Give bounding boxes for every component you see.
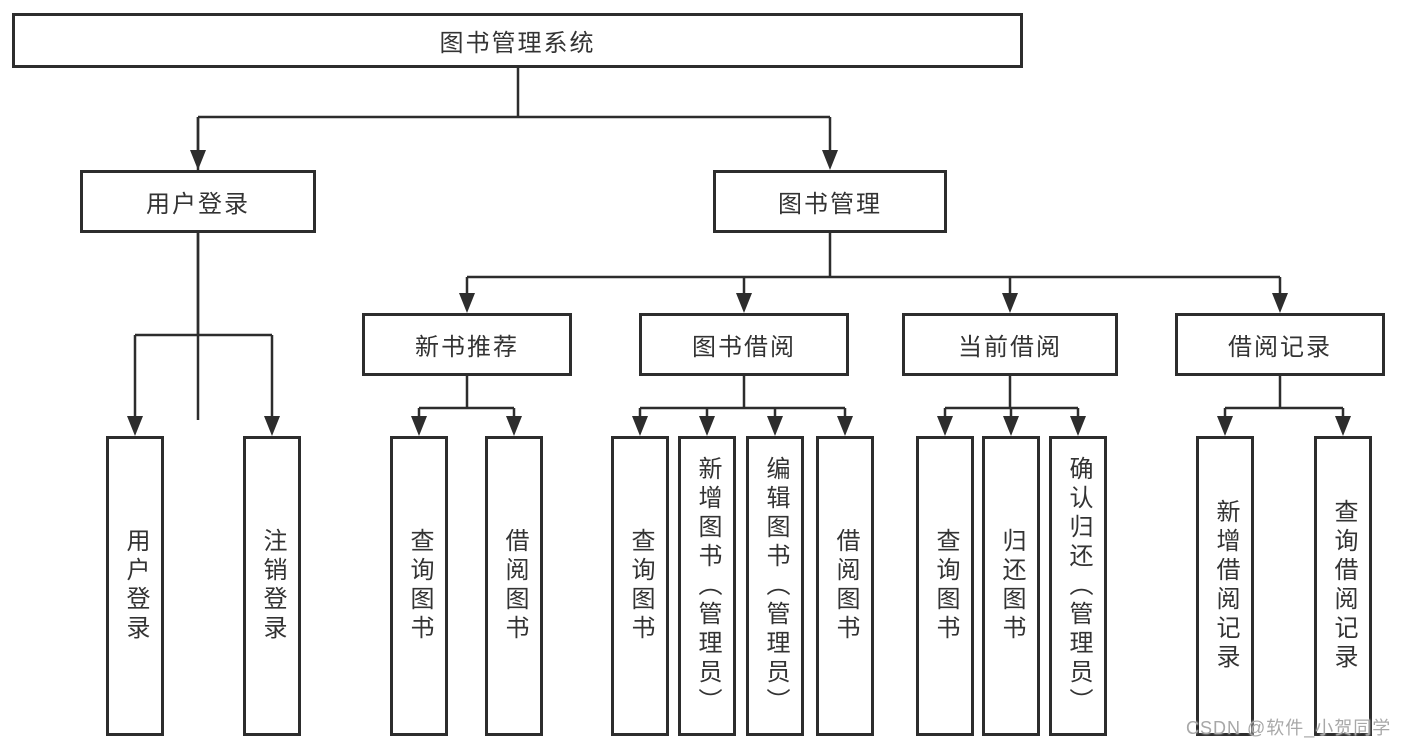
leaf-user-login: 用户登录	[106, 436, 164, 736]
leaf-records-add-record: 新增借阅记录	[1196, 436, 1254, 736]
leaf-borrowing-borrow-books: 借阅图书	[816, 436, 874, 736]
node-new-book-recommend: 新书推荐	[362, 313, 572, 376]
leaf-borrowing-query-books-label: 查询图书	[627, 528, 654, 644]
node-borrowing-records-label: 借阅记录	[1228, 334, 1332, 361]
leaf-current-return-books-label: 归还图书	[998, 528, 1025, 644]
leaf-records-add-record-label: 新增借阅记录	[1212, 499, 1239, 673]
leaf-borrowing-query-books: 查询图书	[611, 436, 669, 736]
leaf-user-login-label: 用户登录	[122, 528, 149, 644]
csdn-watermark: CSDN @软件_小贺同学	[1186, 718, 1392, 738]
leaf-borrowing-edit-books-admin-label: 编辑图书（管理员）	[762, 455, 789, 717]
leaf-current-confirm-return-admin: 确认归还（管理员）	[1049, 436, 1107, 736]
leaf-borrowing-edit-books-admin: 编辑图书（管理员）	[746, 436, 804, 736]
leaf-borrowing-borrow-books-label: 借阅图书	[832, 528, 859, 644]
arrowheads	[127, 150, 1351, 436]
leaf-newbook-borrow-books: 借阅图书	[485, 436, 543, 736]
node-root-label: 图书管理系统	[439, 30, 596, 57]
leaf-newbook-query-books: 查询图书	[390, 436, 448, 736]
node-root: 图书管理系统	[12, 13, 1023, 68]
node-book-management-label: 图书管理	[778, 191, 882, 218]
leaf-newbook-borrow-books-label: 借阅图书	[501, 528, 528, 644]
leaf-current-return-books: 归还图书	[982, 436, 1040, 736]
leaf-logout: 注销登录	[243, 436, 301, 736]
node-user-login-label: 用户登录	[146, 191, 250, 218]
tree-edges	[133, 68, 1345, 420]
leaf-records-query-record-label: 查询借阅记录	[1330, 499, 1357, 673]
node-current-borrowing: 当前借阅	[902, 313, 1118, 376]
leaf-current-query-books-label: 查询图书	[932, 528, 959, 644]
node-new-book-recommend-label: 新书推荐	[415, 334, 519, 361]
leaf-borrowing-add-books-admin: 新增图书（管理员）	[678, 436, 736, 736]
leaf-current-query-books: 查询图书	[916, 436, 974, 736]
node-current-borrowing-label: 当前借阅	[958, 334, 1062, 361]
node-user-login: 用户登录	[80, 170, 316, 233]
node-borrowing-records: 借阅记录	[1175, 313, 1385, 376]
node-book-management: 图书管理	[713, 170, 947, 233]
node-book-borrowing: 图书借阅	[639, 313, 849, 376]
node-book-borrowing-label: 图书借阅	[692, 334, 796, 361]
leaf-borrowing-add-books-admin-label: 新增图书（管理员）	[694, 455, 721, 717]
leaf-newbook-query-books-label: 查询图书	[406, 528, 433, 644]
leaf-records-query-record: 查询借阅记录	[1314, 436, 1372, 736]
leaf-current-confirm-return-admin-label: 确认归还（管理员）	[1065, 455, 1092, 717]
leaf-logout-label: 注销登录	[259, 528, 286, 644]
